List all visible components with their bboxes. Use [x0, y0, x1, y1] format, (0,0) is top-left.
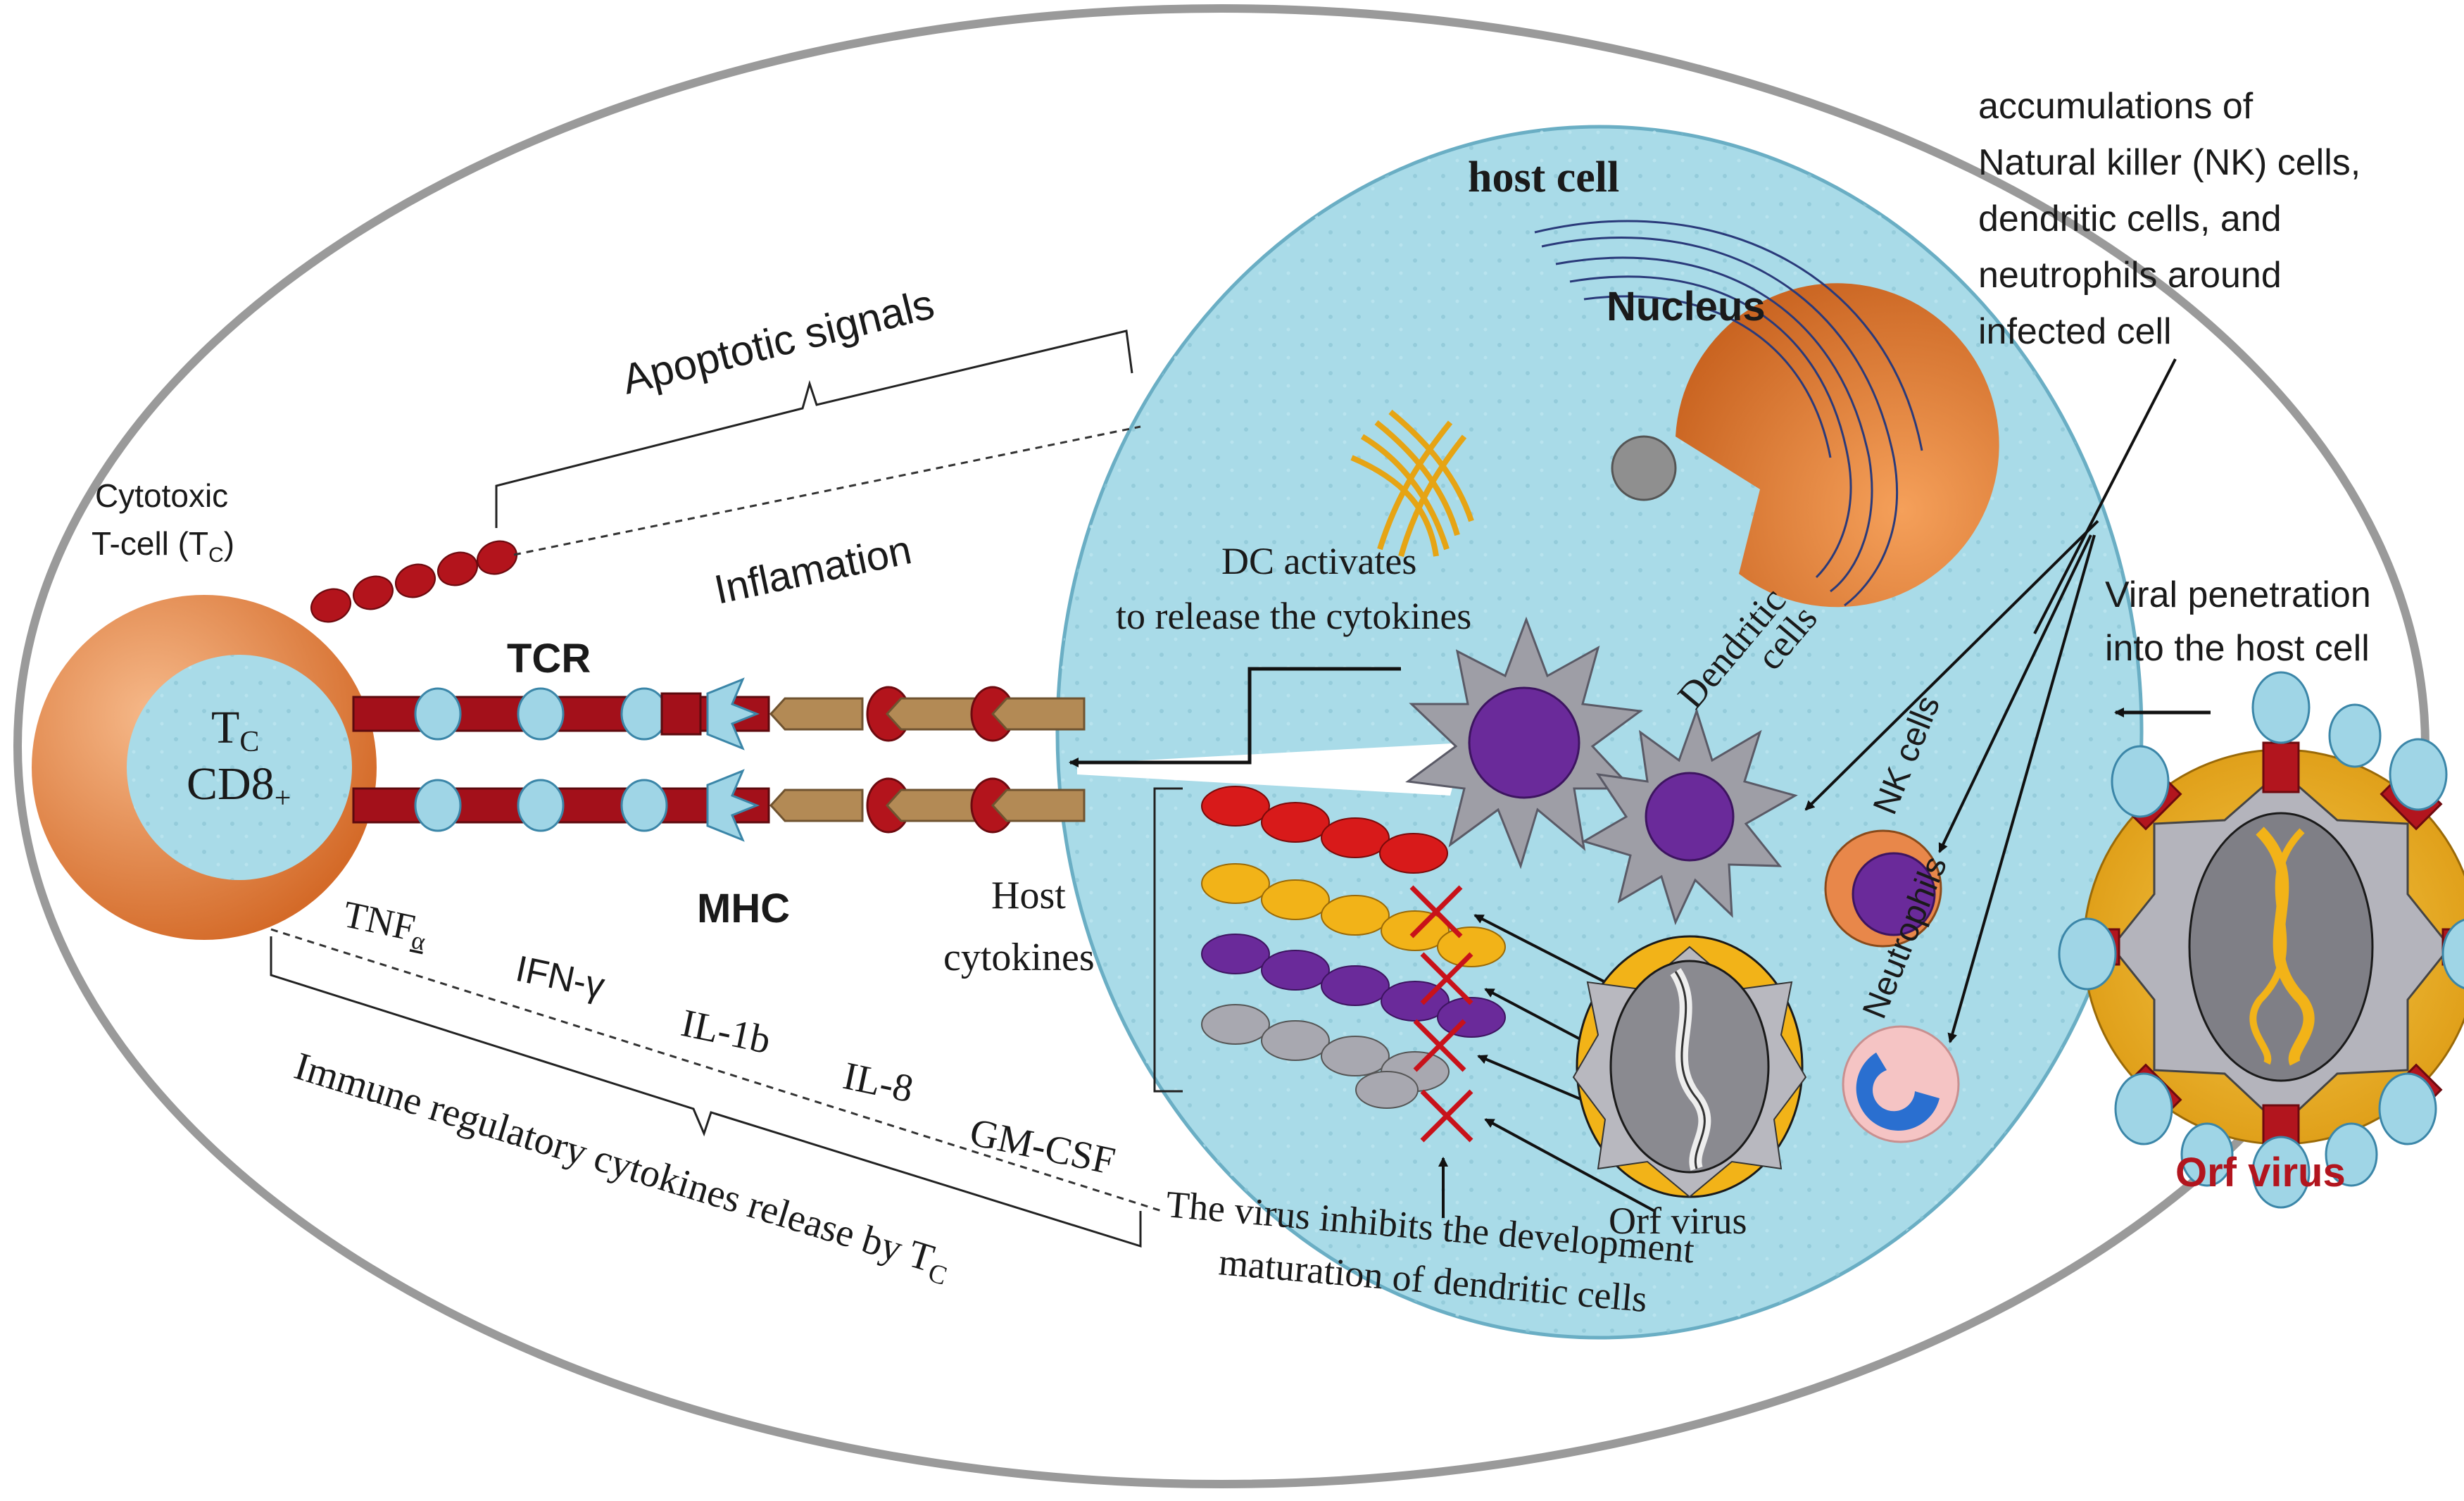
tcr-label: TCR [507, 636, 591, 682]
tc-inner-label: TC [211, 702, 259, 758]
star-cell-icon [1581, 708, 1798, 926]
inflamation-dashed-line [513, 425, 1141, 556]
cytokine-release-bracket [270, 936, 1142, 1248]
orf-virion-icon [2058, 671, 2464, 1209]
dc-activates-arrow [1069, 667, 1401, 767]
yellow-bundle-icon [1350, 409, 1474, 558]
cytotoxic-t-cell [32, 595, 377, 940]
inhibition-crosses [1409, 885, 1473, 1143]
accum-label-1: accumulations of [1978, 86, 2254, 127]
cytokine-row-red [1201, 786, 1448, 874]
pacman-nucleus-icon [1611, 283, 1999, 608]
tcr-chain-lower [352, 779, 770, 832]
host-cell-label: host cell [1468, 153, 1619, 201]
viral-penetration-label-2: into the host cell [2105, 628, 2370, 669]
host-cytokines-label-2: cytokines [943, 936, 1095, 979]
accum-label-5: infected cell [1978, 311, 2172, 352]
window-wedge [1077, 743, 1464, 796]
accum-label-4: neutrophils around [1978, 255, 2282, 296]
apoptotic-bracket [495, 329, 1133, 528]
tc-cell-label-2: T-cell (TC) [92, 525, 234, 567]
golgi-lines [1534, 220, 1923, 607]
cytokine-row-gray [1201, 1004, 1450, 1109]
nk-cell [1824, 829, 1942, 948]
tc-inner-cd8: CD8+ [187, 758, 291, 815]
orf-virus-label: Orf virus [2175, 1150, 2346, 1195]
dc-activates-label-2: to release the cytokines [1116, 595, 1471, 637]
mhc-label: MHC [697, 886, 790, 931]
accum-arrows [1804, 358, 2177, 1043]
orf-virion-icon [1572, 935, 1807, 1198]
cytokine-row-orange [1201, 863, 1506, 967]
orf-virus-inner-label: Orf virus [1609, 1200, 1747, 1242]
dc-activates-label-1: DC activates [1221, 540, 1416, 582]
accum-label-3: dendritic cells, and [1978, 199, 2282, 239]
host-cytokines-label-1: Host [991, 874, 1066, 917]
host-cytokines-bracket [1153, 787, 1183, 1093]
mhc-connector-upper [706, 677, 760, 750]
nucleus-label: Nucleus [1607, 284, 1766, 329]
cytokine-release-dashed [270, 928, 1162, 1212]
tc-cell-label-1: Cytotoxic [95, 477, 228, 514]
neutrophil-cell [1842, 1025, 1960, 1143]
viral-penetration-label-1: Viral penetration [2105, 574, 2371, 615]
accum-label-2: Natural killer (NK) cells, [1978, 142, 2361, 183]
mhc-connector-lower [706, 769, 760, 842]
tcr-chain-upper [352, 687, 770, 741]
star-cell-icon [1405, 616, 1643, 869]
